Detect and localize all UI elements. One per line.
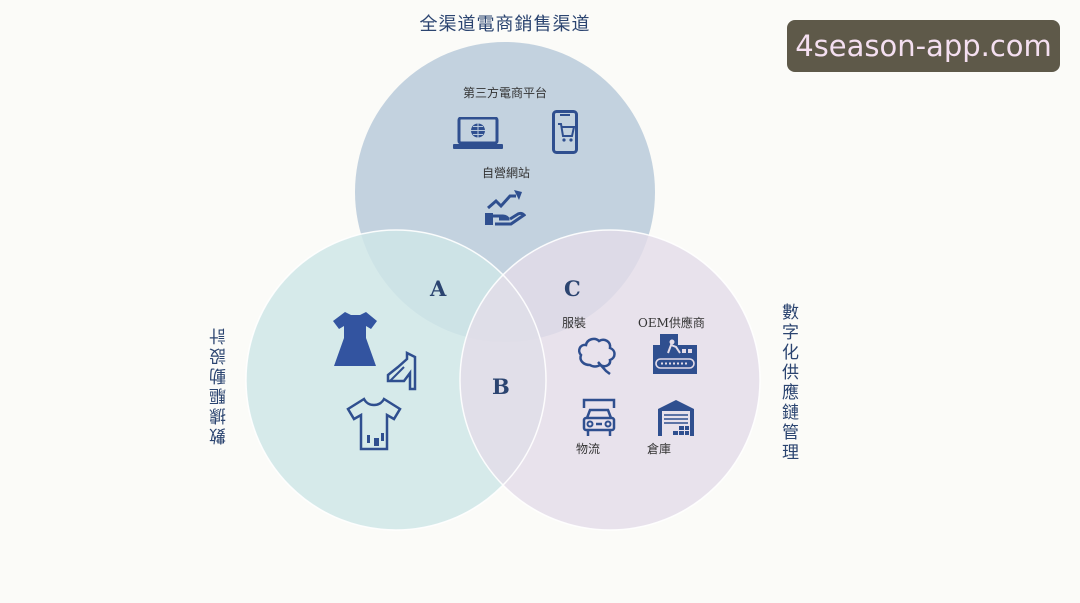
factory-conveyor-icon [652,333,698,375]
truck-icon [581,398,617,438]
label-apparel: 服裝 [562,316,587,330]
laptop-globe-icon [452,117,504,151]
title-omnichannel: 全渠道電商銷售渠道 [419,14,591,35]
label-own-website: 自營網站 [482,166,531,180]
label-warehouse: 倉庫 [647,442,672,456]
intersection-b: B [492,374,510,399]
label-third-party-platform: 第三方電商平台 [463,86,548,100]
hand-growth-icon [484,186,526,226]
dress-icon [333,311,378,367]
label-logistics: 物流 [576,442,601,456]
intersection-a: A [430,276,447,301]
label-data-design: 數據驅動設計 [210,325,230,445]
circle-supply-chain [460,230,760,530]
tshirt-icon [346,397,402,451]
label-oem-supplier: OEM供應商 [638,316,705,330]
label-supply-chain: 數字化供應鏈管理 [778,303,798,463]
intersection-c: C [564,276,581,301]
high-heel-icon [385,351,421,391]
watermark-badge: 4season-app.com [787,20,1060,72]
phone-cart-icon [552,110,578,154]
warehouse-icon [657,399,695,437]
cotton-icon [576,334,618,376]
